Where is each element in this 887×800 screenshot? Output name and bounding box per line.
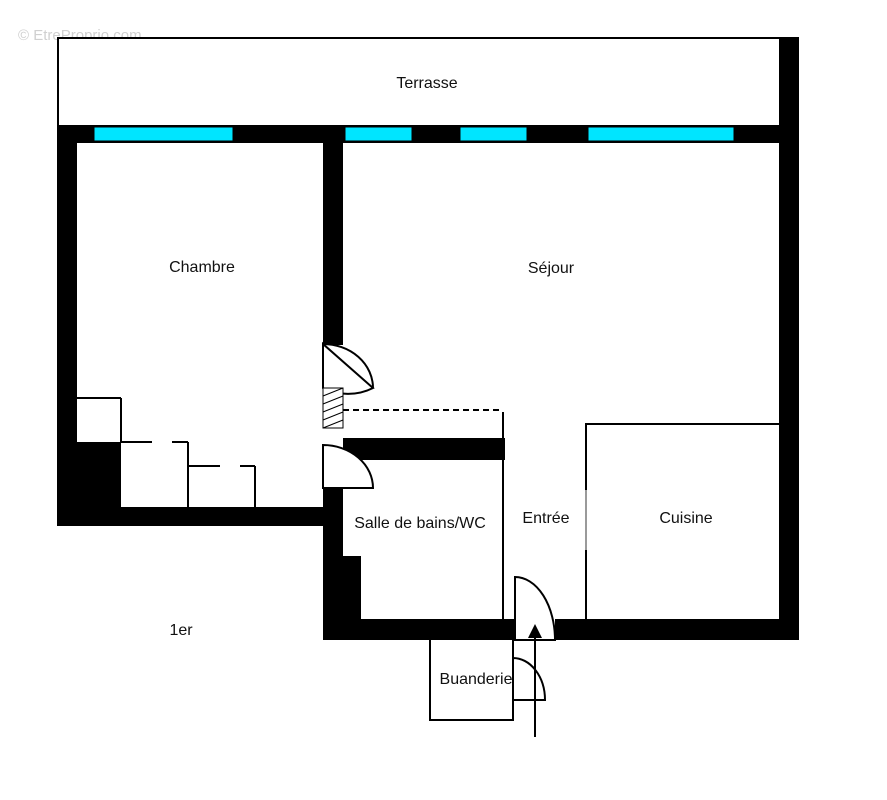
door-buanderie xyxy=(512,656,547,701)
room-label-cuisine: Cuisine xyxy=(659,510,712,527)
windows xyxy=(93,126,735,142)
floor-label: 1er xyxy=(169,622,193,639)
entrance-arrow xyxy=(528,624,542,737)
thin-partitions xyxy=(343,409,779,619)
room-label-salle-de-bains: Salle de bains/WC xyxy=(354,515,486,532)
door-entrance xyxy=(514,575,557,641)
room-label-buanderie: Buanderie xyxy=(440,671,513,688)
terrace xyxy=(57,37,799,128)
room-label-entree: Entrée xyxy=(522,510,569,527)
room-label-chambre: Chambre xyxy=(169,259,235,276)
room-label-sejour: Séjour xyxy=(528,260,575,277)
room-label-terrasse: Terrasse xyxy=(396,75,457,92)
hatched-wall xyxy=(322,387,344,429)
closet-steps xyxy=(77,397,256,507)
door-bathroom xyxy=(322,443,375,489)
buanderie-room xyxy=(429,640,514,721)
doors xyxy=(322,341,557,701)
walls xyxy=(57,126,799,640)
door-sejour xyxy=(322,341,375,395)
